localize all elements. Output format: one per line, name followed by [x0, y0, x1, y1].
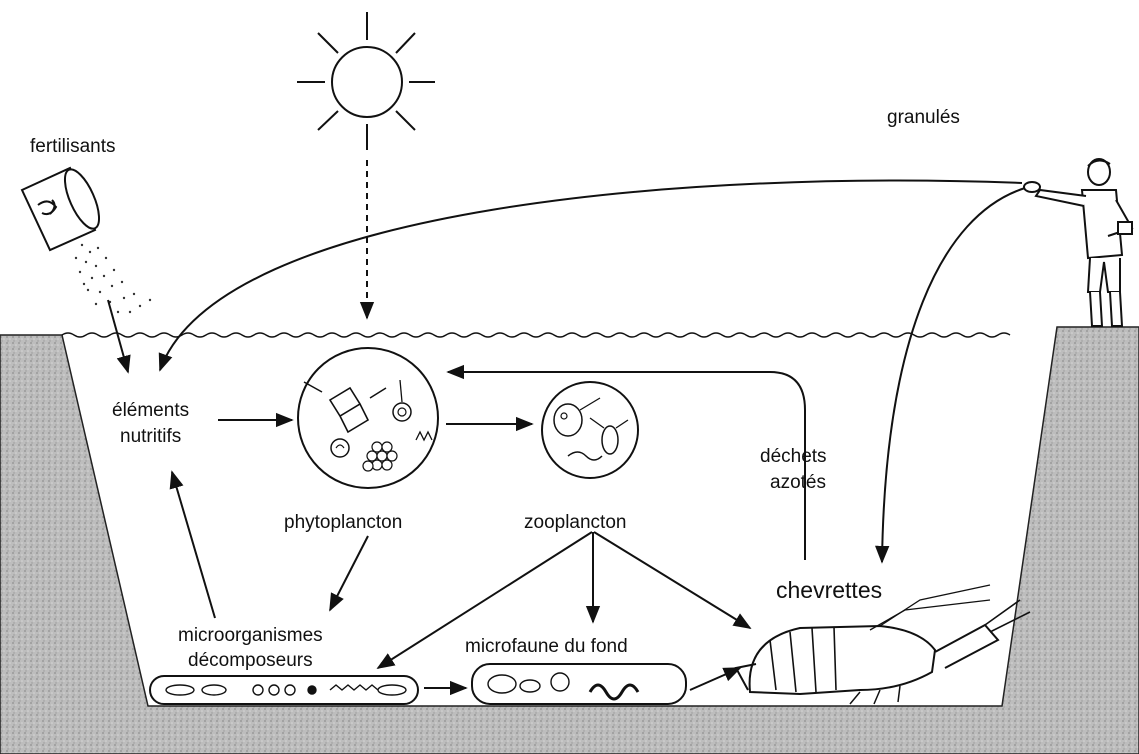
- farmer-icon: [1024, 159, 1132, 326]
- zoo-to-chevrettes-arrow: [594, 532, 750, 628]
- zooplankton-circle-icon: [542, 382, 638, 478]
- fertilizer-can-icon: [22, 165, 106, 250]
- chevrettes-label: chevrettes: [776, 577, 882, 603]
- microorganism-capsule: [150, 676, 418, 704]
- elements-nutritifs-label-line2: nutritifs: [120, 426, 181, 447]
- granules-to-chevrettes-arrow: [882, 188, 1025, 562]
- zooplancton-label: zooplancton: [524, 512, 626, 533]
- microfaune-to-chevrettes-arrow: [690, 668, 740, 690]
- sun-icon: [297, 12, 435, 150]
- dechets-azotes-label-line1: déchets: [760, 446, 827, 467]
- phytoplancton-label: phytoplancton: [284, 512, 402, 533]
- elements-nutritifs-label-line1: éléments: [112, 400, 189, 421]
- fertilizer-spray: [75, 244, 151, 313]
- fertilisants-label: fertilisants: [30, 136, 116, 157]
- microfaune-capsule: [472, 664, 686, 704]
- phytoplankton-circle-icon: [298, 348, 438, 488]
- microfaune-label: microfaune du fond: [465, 636, 628, 657]
- microorganismes-label-line1: microorganismes: [178, 625, 323, 646]
- granules-to-elements-arrow: [160, 181, 1022, 370]
- dechets-azotes-label-line2: azotés: [770, 472, 826, 493]
- microorganismes-label-line2: décomposeurs: [188, 650, 313, 671]
- micro-to-elements-arrow: [172, 472, 215, 618]
- water-surface: [62, 333, 1010, 337]
- phyto-to-micro-arrow: [330, 536, 368, 610]
- granules-label: granulés: [887, 107, 960, 128]
